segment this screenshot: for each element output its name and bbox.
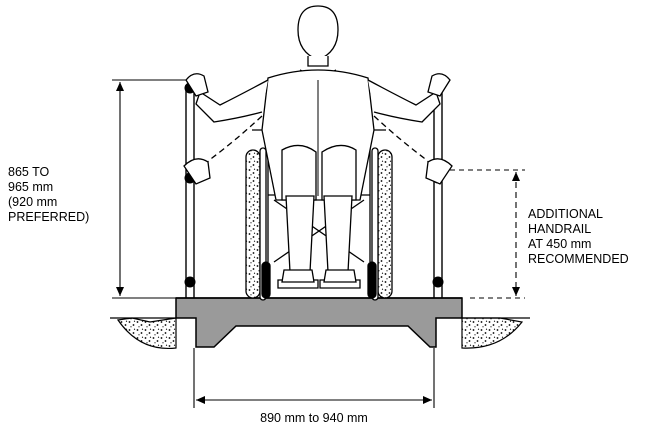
width-dimension <box>193 348 435 408</box>
additional-handrail-dimension <box>450 169 525 299</box>
height-dimension <box>112 79 186 299</box>
handrail-right <box>432 82 444 298</box>
ground-right <box>461 317 530 349</box>
handrail-bracket-low-left <box>184 276 196 288</box>
width-label: 890 mm to 940 mm <box>260 411 368 425</box>
additional-label-line3: AT 450 mm <box>528 237 591 251</box>
height-label-line2: 965 mm <box>8 180 53 194</box>
height-label-line3: (920 mm <box>8 195 57 209</box>
height-label-line1: 865 TO <box>8 165 50 179</box>
additional-label-line2: HANDRAIL <box>528 222 591 236</box>
additional-label-line1: ADDITIONAL <box>528 207 603 221</box>
person-figure <box>183 5 453 283</box>
height-label-line4: PREFERRED) <box>8 210 89 224</box>
wheelchair <box>245 129 393 301</box>
handrail-bracket-low-right <box>432 276 444 288</box>
ground-left <box>110 317 177 350</box>
ramp-platform <box>175 297 463 348</box>
handrail-left <box>184 82 196 298</box>
additional-label-line4: RECOMMENDED <box>528 252 629 266</box>
